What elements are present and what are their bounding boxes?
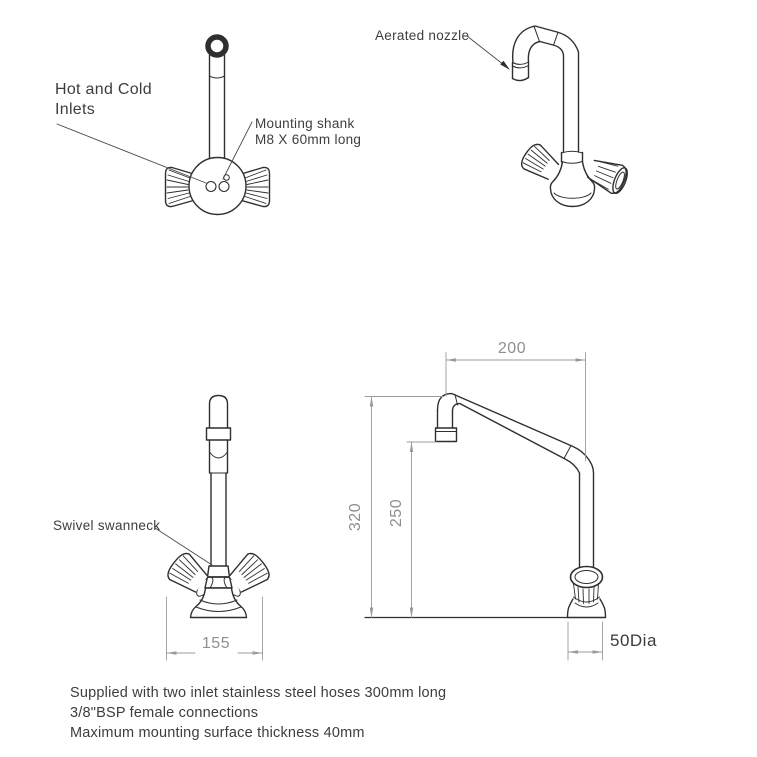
hot-cold-inlets-label: Hot and Cold Inlets [55,81,152,118]
front-view-drawing [154,394,270,661]
iso-view-drawing [466,25,628,208]
swivel-leader-line [154,527,213,566]
front-base-bell [189,587,248,619]
iso-spout [511,25,580,153]
knurl-lines [169,555,199,584]
cold-inlet-hole [218,180,230,193]
height-dimension-320 [364,396,445,618]
aerated-nozzle-leader [466,35,510,70]
side-view-drawing [364,352,607,661]
outlet-height-dim-text: 250 [388,498,405,528]
iso-right-handle [586,159,628,195]
side-nozzle [434,409,458,443]
height-dim-text: 320 [347,502,364,532]
knurl-lines [522,146,550,173]
outlet-height-dimension-250 [406,441,437,618]
knurl-lines [592,161,619,190]
side-base-bell [566,596,607,619]
hot-inlet-hole [205,180,217,193]
knurl-lines [244,169,269,204]
leader-arrowhead [500,60,510,70]
width-dim-text: 155 [201,635,231,652]
spout-end-ring [205,34,229,58]
product-notes: Supplied with two inlet stainless steel … [70,683,446,743]
front-left-handle [167,552,214,597]
left-handle-bottom-view [164,166,198,208]
side-spout [436,392,595,569]
knurl-lines [238,555,268,584]
spout-tube-bottom-view [208,54,226,171]
base-dim-text: 50Dia [610,631,657,650]
bottom-view-drawing [56,34,271,216]
right-handle-bottom-view [237,166,271,208]
base-diameter-dimension-50 [567,621,603,661]
reach-dimension-200 [445,352,586,462]
iso-left-handle [520,143,560,180]
front-spout-tube [205,394,232,567]
iso-collar [560,150,584,164]
spout-collar [205,427,232,441]
dimensions [364,352,603,661]
front-right-handle [223,552,270,597]
mounting-shank-leader-line [222,121,253,180]
aerated-nozzle-label: Aerated nozzle [375,28,470,43]
side-handle-knob [569,565,604,604]
note-line: 3/8"BSP female connections [70,705,259,721]
note-line: Maximum mounting surface thickness 40mm [70,725,365,741]
swivel-swanneck-label: Swivel swanneck [53,518,161,533]
note-line: Supplied with two inlet stainless steel … [70,685,447,701]
hot-cold-leader-line [56,123,207,184]
knurl-lines [166,169,191,204]
mounting-shank-label: Mounting shank M8 X 60mm long [255,116,362,147]
leader-lines [56,121,253,184]
reach-dim-text: 200 [497,340,527,357]
faucet-body-bottom-view [188,156,247,216]
width-dimension-155 [166,596,263,661]
iso-aerated-nozzle [511,61,530,82]
iso-body-bell [549,161,596,208]
knurl-lines [573,583,599,604]
